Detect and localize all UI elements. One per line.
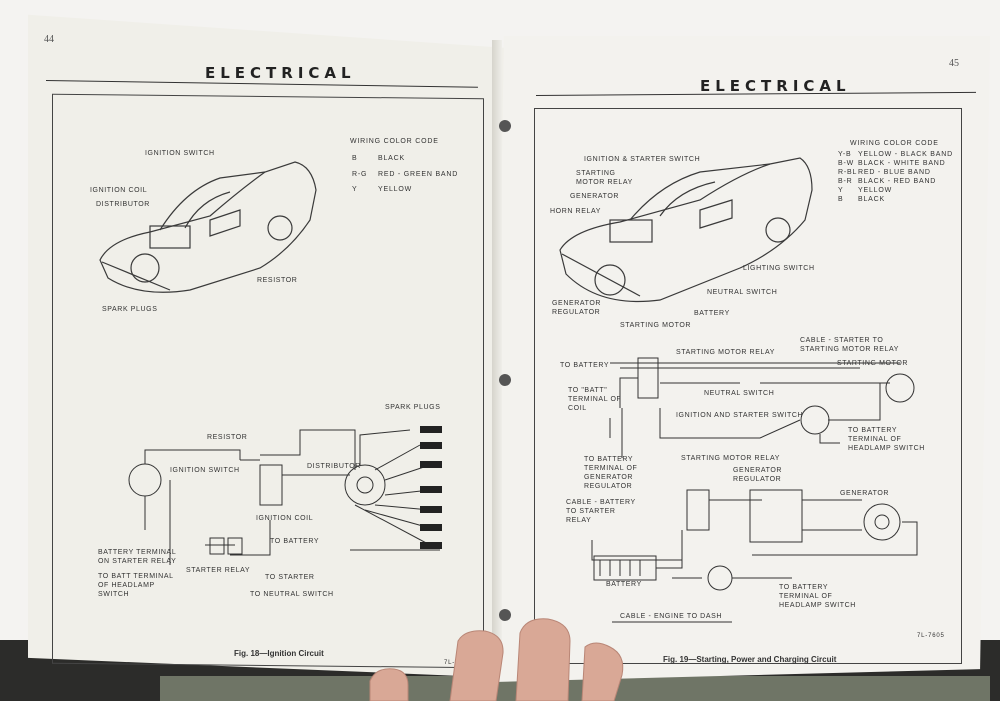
hand-image xyxy=(369,618,624,701)
schematic-label-to-starter: TO STARTER xyxy=(265,574,315,581)
color-code-key: B xyxy=(352,155,358,162)
car-label-starting-motor: STARTING MOTOR xyxy=(620,322,692,329)
color-code-desc: BLACK - RED BAND xyxy=(858,178,937,185)
schematic-label-cable-starter: CABLE - STARTER TO STARTING MOTOR RELAY xyxy=(800,337,899,353)
schematic-label-to-neutral: TO NEUTRAL SWITCH xyxy=(250,591,334,598)
binder-hole xyxy=(499,374,511,386)
schematic-label-cable-engine: CABLE - ENGINE TO DASH xyxy=(620,613,723,620)
color-code-key: Y-B xyxy=(838,151,852,158)
page-number-right: 45 xyxy=(949,58,959,69)
binder-hole xyxy=(499,609,511,621)
color-code-title: WIRING COLOR CODE xyxy=(850,140,939,147)
left-page xyxy=(28,14,510,678)
car-label-spark-plugs: SPARK PLUGS xyxy=(102,306,158,313)
schematic-label-to-battery-generator: TO BATTERY TERMINAL OF GENERATOR REGULAT… xyxy=(584,456,638,490)
schematic-label-to-battery-headlamp: TO BATTERY TERMINAL OF HEADLAMP SWITCH xyxy=(848,427,925,452)
figure-ref-right: 7L-7605 xyxy=(917,633,945,639)
schematic-label-batt-terminal: TO BATT TERMINAL OF HEADLAMP SWITCH xyxy=(98,573,174,598)
color-code-desc: RED - GREEN BAND xyxy=(378,171,459,178)
schematic-label-ignition-coil: IGNITION COIL xyxy=(256,515,314,522)
color-code-desc: BLACK xyxy=(378,155,405,162)
page-gutter xyxy=(492,40,502,670)
figure-caption-left: Fig. 18—Ignition Circuit xyxy=(234,649,324,658)
color-code-desc: YELLOW xyxy=(378,186,412,193)
color-code-desc: YELLOW xyxy=(858,187,892,194)
figure-caption-right: Fig. 19—Starting, Power and Charging Cir… xyxy=(663,655,837,664)
color-code-key: Y xyxy=(838,187,844,194)
color-code-key: R-BL xyxy=(838,169,858,176)
page-header-left: ELECTRICAL xyxy=(205,64,356,82)
color-code-key: R-G xyxy=(352,171,368,178)
schematic-label-to-battery: TO BATTERY xyxy=(560,362,610,369)
charging-schematic xyxy=(591,489,918,623)
car-label-distributor: DISTRIBUTOR xyxy=(96,201,150,208)
starting-schematic xyxy=(609,357,915,458)
schematic-label-starting-motor: STARTING MOTOR xyxy=(837,360,909,367)
car-label-horn-relay: HORN RELAY xyxy=(550,208,601,215)
schematic-label-to-battery-headlamp-2: TO BATTERY TERMINAL OF HEADLAMP SWITCH xyxy=(779,584,856,609)
car-label-ignition-switch: IGNITION SWITCH xyxy=(145,150,215,157)
schematic-label-ignition-switch: IGNITION SWITCH xyxy=(170,467,240,474)
car-label-battery: BATTERY xyxy=(694,310,730,317)
car-label-ignition-coil: IGNITION COIL xyxy=(90,187,148,194)
color-code-title: WIRING COLOR CODE xyxy=(350,138,439,145)
right-page xyxy=(494,36,990,682)
color-code-desc: RED - BLUE BAND xyxy=(858,169,931,176)
schematic-label-generator-regulator: GENERATOR REGULATOR xyxy=(733,467,783,483)
car-illustration-left xyxy=(99,161,317,293)
car-label-lighting-switch: LIGHTING SWITCH xyxy=(743,265,815,272)
schematic-label-distributor: DISTRIBUTOR xyxy=(307,463,361,470)
car-label-generator-regulator: GENERATOR REGULATOR xyxy=(552,300,602,316)
schematic-label-starter-relay: STARTER RELAY xyxy=(186,567,251,574)
schematic-label-neutral-switch: NEUTRAL SWITCH xyxy=(704,390,775,397)
binder-spine xyxy=(160,676,990,701)
binder-hole xyxy=(499,120,511,132)
schematic-label-to-battery: TO BATTERY xyxy=(270,538,320,545)
car-label-starting-motor-relay: STARTING MOTOR RELAY xyxy=(576,170,633,186)
color-code-key: B-W xyxy=(838,160,855,167)
car-label-neutral-switch: NEUTRAL SWITCH xyxy=(707,289,778,296)
schematic-label-battery: BATTERY xyxy=(606,581,642,588)
ignition-schematic xyxy=(128,426,442,565)
color-code-desc: BLACK xyxy=(858,196,885,203)
schematic-label-spark-plugs: SPARK PLUGS xyxy=(385,404,441,411)
schematic-label-starting-motor-relay: STARTING MOTOR RELAY xyxy=(676,349,775,356)
schematic-label-resistor: RESISTOR xyxy=(207,434,248,441)
color-code-key: B-R xyxy=(838,178,853,185)
schematic-label-to-batt-coil: TO "BATT" TERMINAL OF COIL xyxy=(568,387,622,412)
car-label-ignition-starter-switch: IGNITION & STARTER SWITCH xyxy=(584,156,701,163)
page-number-left: 44 xyxy=(44,34,54,45)
car-label-generator: GENERATOR xyxy=(570,193,620,200)
schematic-label-ignition-starter-switch: IGNITION AND STARTER SWITCH xyxy=(676,412,804,419)
schematic-label-cable-battery: CABLE - BATTERY TO STARTER RELAY xyxy=(566,499,636,524)
color-code-key: B xyxy=(838,196,844,203)
schematic-label-battery-terminal: BATTERY TERMINAL ON STARTER RELAY xyxy=(98,549,177,565)
color-code-desc: YELLOW - BLACK BAND xyxy=(858,151,953,158)
car-label-resistor: RESISTOR xyxy=(257,277,298,284)
diagram-frame-right xyxy=(534,108,962,664)
car-illustration-right xyxy=(559,157,813,303)
schematic-label-starting-motor-relay-2: STARTING MOTOR RELAY xyxy=(681,455,780,462)
schematic-label-generator: GENERATOR xyxy=(840,490,890,497)
color-code-desc: BLACK - WHITE BAND xyxy=(858,160,946,167)
page-header-right: ELECTRICAL xyxy=(700,77,851,95)
color-code-key: Y xyxy=(352,186,358,193)
